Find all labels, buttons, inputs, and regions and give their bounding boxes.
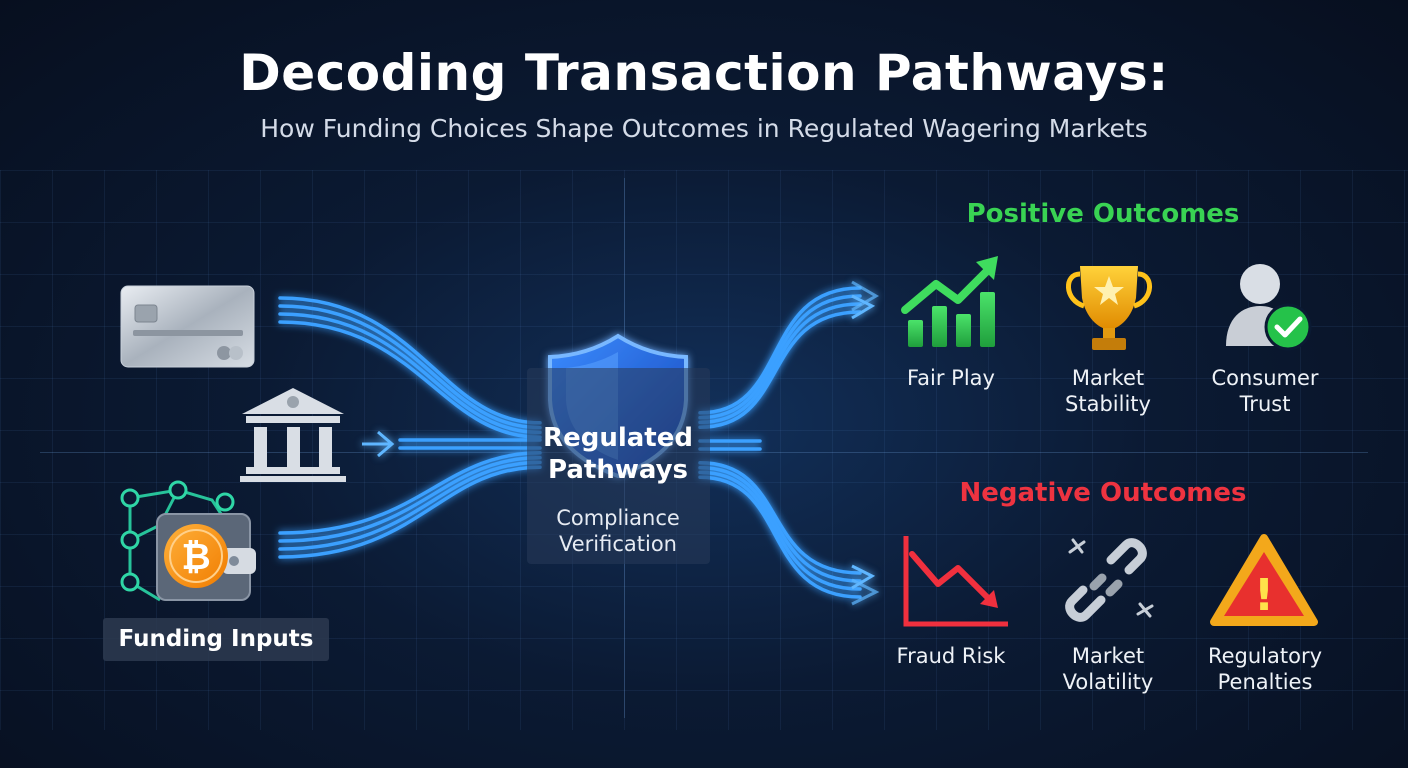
trophy-icon [1066, 266, 1152, 350]
flow-line [698, 294, 862, 420]
positive-arrowhead-1 [851, 294, 876, 320]
flow-line [278, 320, 542, 439]
flow-lines [278, 286, 862, 599]
positive-outcomes-title: Positive Outcomes [966, 199, 1240, 229]
warning-icon: ! [1210, 534, 1318, 626]
verified-user-icon [1226, 264, 1312, 351]
center-subtitle: Compliance Verification [520, 505, 716, 557]
outcome-regulatory-penalties: Regulatory Penalties [1207, 644, 1323, 694]
negative-arrowhead-2 [851, 578, 880, 606]
flow-arrowheads [362, 280, 880, 606]
outcome-fraud-risk: Fraud Risk [896, 644, 1006, 668]
compliance-node [527, 368, 710, 564]
outcome-market-stability: Market Stability [1065, 366, 1151, 416]
flow-line [278, 304, 542, 430]
growth-chart-icon [901, 256, 998, 347]
flow-line [698, 465, 862, 583]
flow-line [698, 302, 862, 425]
positive-arrowhead-2 [851, 280, 879, 312]
bank-icon [240, 388, 346, 482]
crypto-wallet-icon: ₿ [120, 480, 256, 602]
negative-outcomes-title: Negative Outcomes [959, 478, 1247, 508]
flow-line [698, 475, 862, 599]
bank-arrow [362, 430, 395, 458]
svg-text:₿: ₿ [181, 537, 210, 578]
svg-text:!: ! [1254, 570, 1274, 621]
outcome-market-volatility: Market Volatility [1062, 644, 1154, 694]
credit-card-icon [120, 285, 255, 368]
flow-line [698, 310, 862, 429]
center-sub-line2: Verification [559, 532, 677, 556]
page-subtitle: How Funding Choices Shape Outcomes in Re… [260, 114, 1148, 143]
center-title: Regulated Pathways [520, 422, 716, 486]
flow-line [698, 286, 862, 415]
flow-line [278, 296, 542, 425]
outcome-consumer-trust: Consumer Trust [1211, 366, 1319, 416]
flow-line [278, 455, 542, 543]
page-title: Decoding Transaction Pathways: [239, 44, 1169, 102]
flow-line [698, 470, 862, 591]
flow-line [278, 465, 542, 559]
center-sub-line1: Compliance [556, 506, 680, 530]
flow-line [278, 460, 542, 551]
funding-inputs-label: Funding Inputs [103, 618, 329, 661]
center-title-line2: Pathways [547, 455, 689, 485]
flow-line [278, 312, 542, 435]
declining-chart-icon [903, 536, 1008, 627]
center-title-line1: Regulated [543, 423, 693, 453]
flow-line [698, 461, 862, 575]
broken-chain-icon [1065, 538, 1154, 622]
flow-line [278, 451, 542, 535]
outcome-fair-play: Fair Play [907, 366, 995, 390]
